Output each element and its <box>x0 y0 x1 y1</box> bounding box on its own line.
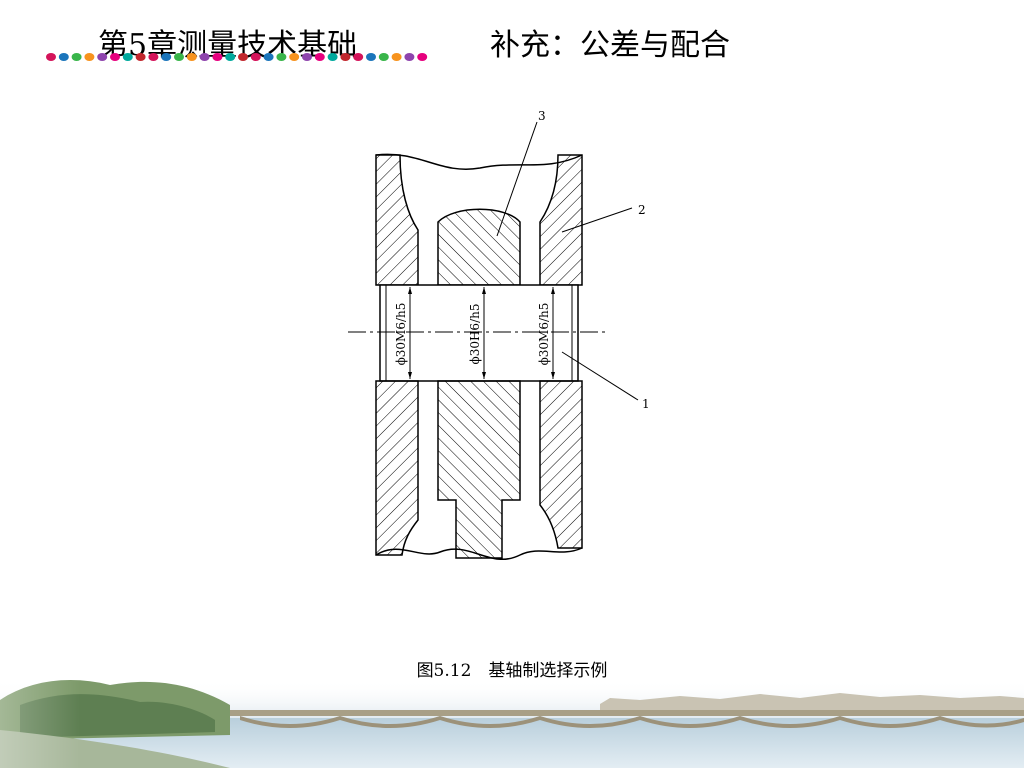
decorative-dot <box>366 53 376 61</box>
left-wall-upper <box>375 154 419 286</box>
decorative-dot <box>417 53 428 61</box>
decorative-dot <box>353 53 364 61</box>
decorative-dot <box>122 53 133 61</box>
decorative-dot <box>225 53 236 61</box>
decorative-dot <box>174 53 184 61</box>
decorative-dot <box>289 53 300 61</box>
decorative-dot <box>263 53 274 61</box>
decorative-dot <box>391 53 402 61</box>
dimension-label-center: ϕ30H6/h5 <box>468 304 482 365</box>
decorative-dot <box>97 53 108 61</box>
center-shaft-lower <box>437 380 521 559</box>
leader-1 <box>561 351 639 401</box>
dimension-label-right: ϕ30M6/h5 <box>537 303 551 366</box>
leader-3 <box>496 121 538 237</box>
callout-2: 2 <box>638 203 646 217</box>
dimension-label-left: ϕ30M6/h5 <box>394 303 408 366</box>
decorative-dot <box>314 53 325 61</box>
decorative-dot <box>327 53 338 61</box>
figure-caption: 图5.12 基轴制选择示例 <box>416 661 608 681</box>
decorative-dot <box>110 53 120 61</box>
decorative-dot <box>250 53 261 61</box>
decorative-dot <box>58 53 69 61</box>
pin-body <box>379 284 579 382</box>
footer-river-bridge-picture <box>0 660 1024 768</box>
decorative-dot <box>212 53 223 61</box>
slide-header: 第5章测量技术基础 补充：公差与配合 <box>0 0 1024 70</box>
decorative-dot <box>378 53 389 61</box>
callout-1: 1 <box>642 397 650 411</box>
decorative-dot <box>71 53 82 61</box>
decorative-dot <box>302 53 312 61</box>
decorative-dot <box>186 53 197 61</box>
topic-title: 补充：公差与配合 <box>490 28 730 63</box>
decorative-dot <box>276 53 287 61</box>
decorative-dot <box>135 53 146 61</box>
bottom-break-line <box>375 547 583 560</box>
callout-3: 3 <box>538 109 546 123</box>
decorative-dots-bar <box>46 53 428 61</box>
decorative-dot <box>199 53 210 61</box>
decorative-dot <box>46 53 56 61</box>
right-wall-lower <box>539 380 583 549</box>
left-wall-lower <box>375 380 419 556</box>
decorative-dot <box>84 53 95 61</box>
decorative-dot <box>404 53 415 61</box>
decorative-dot <box>148 53 159 61</box>
decorative-dot <box>238 53 248 61</box>
center-pin-upper <box>437 208 521 286</box>
decorative-dot <box>340 53 351 61</box>
leader-2 <box>561 207 633 233</box>
top-break-line <box>375 153 583 170</box>
decorative-dot <box>161 53 172 61</box>
right-wall-upper <box>539 154 583 286</box>
tolerance-fit-drawing: ϕ30M6/h5 ϕ30H6/h5 ϕ30M6/h5 3 2 1 <box>348 109 650 560</box>
